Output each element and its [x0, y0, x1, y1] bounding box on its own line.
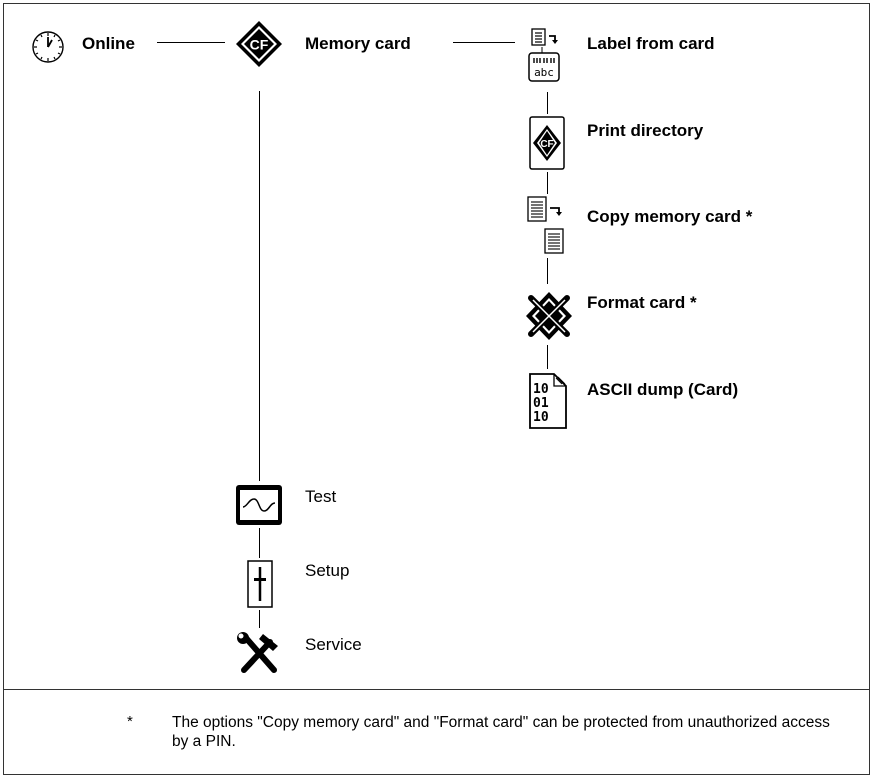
- node-ascii-dump[interactable]: ASCII dump (Card): [587, 380, 739, 399]
- node-copy-memory-card[interactable]: Copy memory card *: [587, 207, 753, 226]
- node-service[interactable]: Service: [305, 635, 362, 654]
- ascii-dump-icon: 10 01 10: [529, 373, 567, 429]
- footnote-marker: *: [127, 713, 133, 730]
- connector-memory-label: [453, 42, 515, 43]
- connector-format-ascii: [547, 345, 548, 369]
- connector-memory-test: [259, 91, 260, 481]
- setup-slider-icon: [247, 560, 273, 608]
- svg-text:CF: CF: [540, 139, 553, 150]
- page-frame: [3, 3, 870, 775]
- menu-tree-diagram: Online CF Memory card abc Label from car…: [32, 21, 753, 673]
- node-online[interactable]: Online: [82, 34, 135, 53]
- node-test[interactable]: Test: [305, 487, 337, 506]
- connector-print-copy: [547, 172, 548, 194]
- print-directory-icon: CF: [529, 116, 565, 170]
- svg-text:01: 01: [533, 396, 549, 411]
- connector-setup-service: [259, 610, 260, 628]
- copy-card-icon: [527, 196, 564, 254]
- connector-label-print: [547, 92, 548, 114]
- connector-online-memory: [157, 42, 225, 43]
- connector-test-setup: [259, 528, 260, 558]
- svg-text:10: 10: [533, 410, 549, 425]
- footnote-text: The options "Copy memory card" and "Form…: [172, 714, 830, 750]
- node-label-from-card[interactable]: Label from card: [587, 34, 715, 53]
- format-card-icon: [526, 292, 572, 340]
- node-memory-card[interactable]: Memory card: [305, 34, 411, 53]
- svg-text:CF: CF: [250, 37, 269, 53]
- label-from-card-icon: abc: [528, 28, 560, 82]
- service-tools-icon: [237, 632, 278, 673]
- svg-text:10: 10: [533, 382, 549, 397]
- node-setup[interactable]: Setup: [305, 561, 350, 580]
- test-waveform-icon: [236, 485, 282, 525]
- cf-card-icon: CF: [236, 21, 282, 67]
- footnote-divider: [3, 689, 870, 690]
- node-print-directory[interactable]: Print directory: [587, 121, 704, 140]
- node-format-card[interactable]: Format card *: [587, 293, 697, 312]
- svg-text:abc: abc: [534, 66, 554, 79]
- clock-icon: [32, 31, 64, 63]
- connector-copy-format: [547, 258, 548, 284]
